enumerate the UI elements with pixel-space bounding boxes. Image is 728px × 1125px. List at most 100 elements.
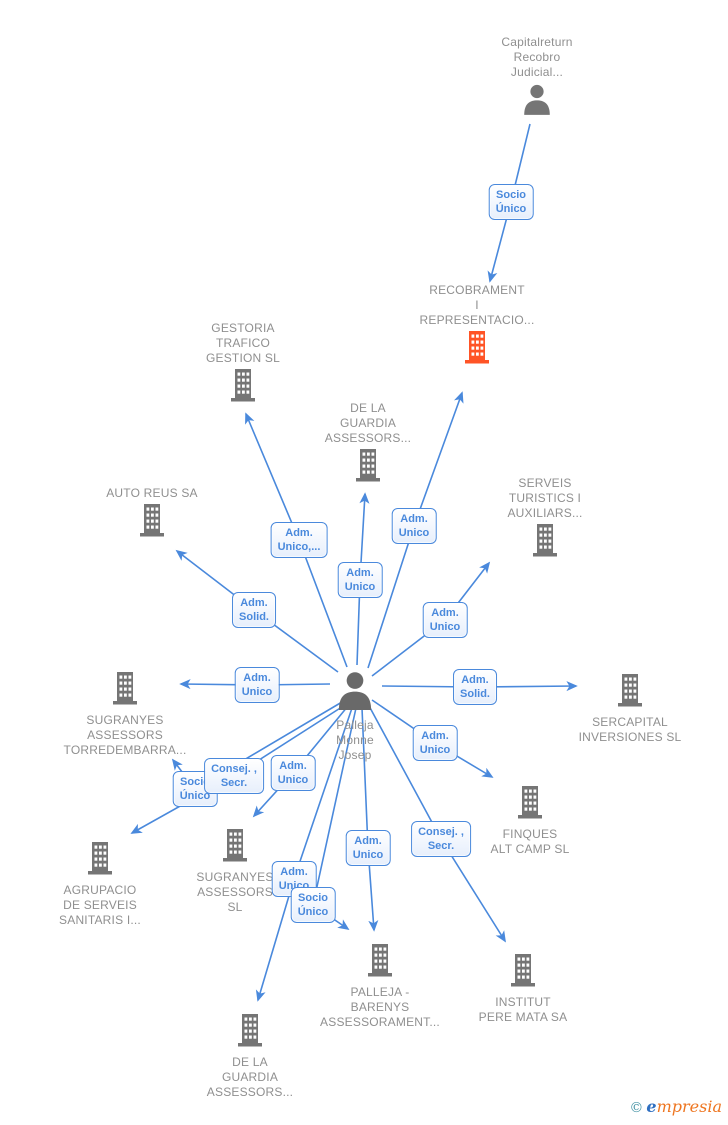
edge-label-line: Unico xyxy=(344,581,376,593)
edge-label-adm-unico-serveis[interactable]: Adm.Unico xyxy=(422,602,468,638)
edge-label-adm-unico-palleja-barenys[interactable]: Adm.Unico xyxy=(345,830,391,866)
edge-label-line: Unico xyxy=(419,744,451,756)
edge-label-consej-secr-agrupacio[interactable]: Consej. ,Secr. xyxy=(204,758,264,794)
edge-label-line: Único xyxy=(179,790,211,802)
building-icon xyxy=(85,841,115,880)
building-icon xyxy=(353,448,383,487)
edge-label-line: Adm. xyxy=(354,835,382,847)
node-label-line: INVERSIONES SL xyxy=(578,729,682,744)
edge-label-line: Adm. xyxy=(240,597,268,609)
node-label-line: AUXILIARS... xyxy=(507,505,583,520)
node-label-line: REPRESENTACIO... xyxy=(419,312,535,327)
edge-label-line: Consej. , xyxy=(418,826,464,838)
node-label-line: SUGRANYES xyxy=(86,712,164,727)
edge-label-adm-solid-auto-reus[interactable]: Adm. Solid. xyxy=(232,592,276,628)
edge-label-line: Adm. xyxy=(421,730,449,742)
node-label-line: AUTO REUS SA xyxy=(106,485,198,500)
edge-label-line: Socio xyxy=(180,776,210,788)
node-label-line: BARENYS xyxy=(350,999,410,1014)
edge-label-line: Adm. xyxy=(431,607,459,619)
empresia-logo[interactable]: ©empresia xyxy=(629,1097,722,1116)
edge-label-adm-unico-recobrament[interactable]: Adm.Unico xyxy=(391,508,437,544)
edge-label-line: Socio xyxy=(298,892,328,904)
building-icon xyxy=(515,785,545,824)
building-icon xyxy=(110,671,140,710)
node-label-line: I xyxy=(475,297,479,312)
node-label-line: GESTORIA xyxy=(211,320,275,335)
building-icon xyxy=(220,828,250,867)
edge-label-line: Adm. xyxy=(285,527,313,539)
node-label-line: SUGRANYES xyxy=(196,869,274,884)
edge-label-adm-unico-sugranyes-sl[interactable]: Adm.Unico xyxy=(270,755,316,791)
node-label-line: GUARDIA xyxy=(339,415,397,430)
node-label-line: INSTITUT xyxy=(495,994,551,1009)
node-label-line: Monne xyxy=(336,733,374,747)
edge-label-adm-solid-sercapital[interactable]: Adm. Solid. xyxy=(453,669,497,705)
edge-label-adm-unico-finques[interactable]: Adm. Unico xyxy=(412,725,458,761)
node-label-line: PERE MATA SA xyxy=(478,1009,568,1024)
edge-label-line: Unico,... xyxy=(277,541,321,553)
edge-label-consej-secr-institut[interactable]: Consej. , Secr. xyxy=(411,821,471,857)
edge-label-line: Adm. xyxy=(461,674,489,686)
node-auto-reus-sa[interactable]: AUTO REUS SA xyxy=(72,486,232,545)
edge-label-line: Solid. xyxy=(239,611,269,623)
building-icon xyxy=(530,523,560,562)
node-label-line: ASSESSORS xyxy=(197,884,273,899)
node-label-line: Capitalreturn xyxy=(501,35,573,49)
node-label: AUTO REUS SA xyxy=(106,486,198,501)
edge-label-adm-unico-gestoria[interactable]: Adm. Unico,... xyxy=(270,522,328,558)
edge-label-line: Adm. xyxy=(280,866,308,878)
edge-label-line: Adm. xyxy=(279,760,307,772)
edge-label-line: Adm. xyxy=(346,567,374,579)
node-label-line: Judicial... xyxy=(510,65,564,79)
person-icon xyxy=(336,670,374,715)
node-label-line: GUARDIA xyxy=(221,1069,279,1084)
node-label-line: TURISTICS I xyxy=(508,490,582,505)
node-label-line: TRAFICO xyxy=(215,335,271,350)
edge-label-adm-unico-torredembarra[interactable]: Adm.Unico xyxy=(234,667,280,703)
empresia-logo-e: e xyxy=(646,1097,657,1116)
edge-label-line: Secr. xyxy=(427,840,455,852)
node-label-line: ASSESSORAMENT... xyxy=(320,1014,440,1029)
node-label-line: Recobro xyxy=(513,50,561,64)
building-icon xyxy=(615,673,645,712)
edge-label-line: Solid. xyxy=(460,688,490,700)
node-label-line: RECOBRAMENT xyxy=(429,282,525,297)
edge-label-adm-unico-guardia-top[interactable]: Adm. Unico xyxy=(337,562,383,598)
building-icon xyxy=(228,368,258,407)
edge-label-line: Adm. xyxy=(243,672,271,684)
node-label-line: DE LA xyxy=(232,1054,268,1069)
building-icon xyxy=(137,503,167,542)
node-label-line: ALT CAMP SL xyxy=(490,841,570,856)
person-icon xyxy=(522,83,552,120)
edge-label-line: Socio xyxy=(496,189,526,201)
